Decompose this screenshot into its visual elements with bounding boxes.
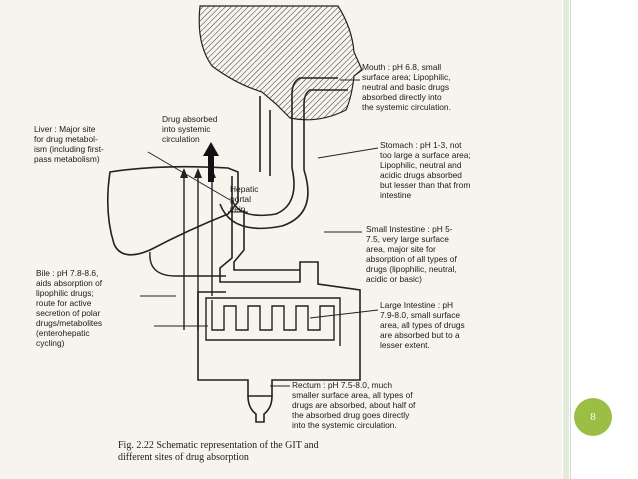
slide-border-decoration	[563, 0, 569, 479]
label-hepatic-portal-vein: Hepatic portal vein	[230, 184, 259, 214]
stomach-shape	[219, 167, 309, 230]
label-rectum: Rectum : pH 7.5-8.0, much smaller surfac…	[292, 380, 416, 430]
label-stomach: Stomach : pH 1-3, not too large a surfac…	[380, 140, 471, 200]
slide-border-line	[570, 0, 571, 479]
git-diagram	[106, 5, 379, 423]
esophagus	[291, 77, 348, 170]
label-bile: Bile : pH 7.8-8.6, aids absorption of li…	[36, 268, 103, 348]
intestine-loops	[205, 297, 341, 346]
small-intestine	[197, 200, 361, 397]
label-mouth: Mouth : pH 6.8, small surface area; Lipo…	[362, 62, 451, 112]
liver-shape	[106, 165, 239, 256]
label-large-intestine: Large Intestine : pH 7.9-8.0, small surf…	[380, 300, 465, 350]
rectum-shape	[247, 395, 273, 423]
label-drug-absorbed: Drug absorbed into systemic circulation	[162, 114, 218, 144]
figure-caption: Fig. 2.22 Schematic representation of th…	[118, 440, 319, 463]
label-liver: Liver : Major site for drug metabol- ism…	[34, 124, 104, 164]
label-small-intestine: Small Instestine : pH 5- 7.5, very large…	[366, 224, 457, 284]
head-shape	[198, 5, 363, 121]
slide-number-badge: 8	[574, 398, 612, 436]
